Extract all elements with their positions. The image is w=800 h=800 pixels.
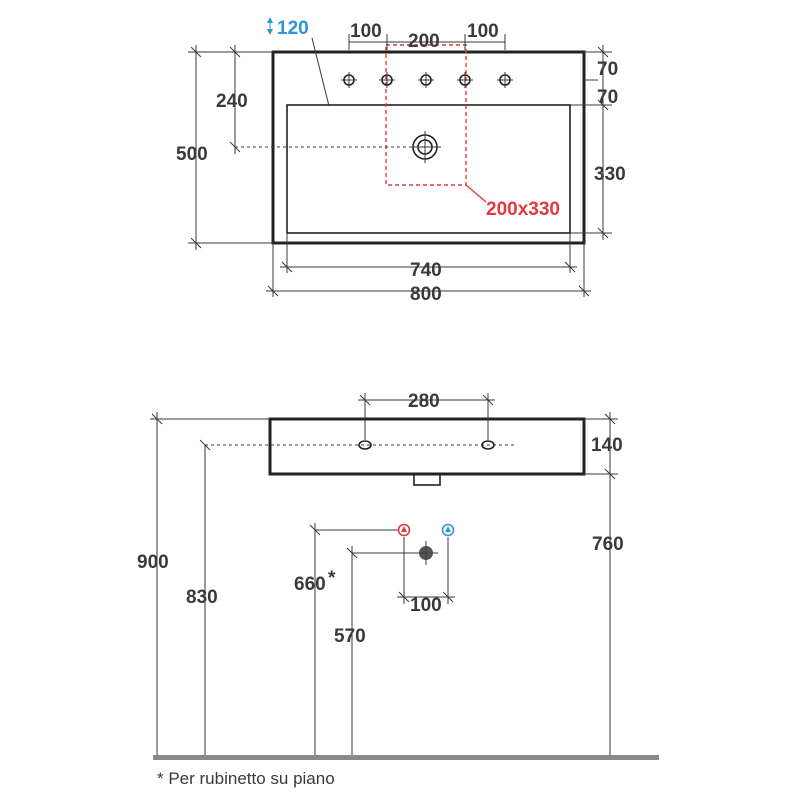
cutout-leader <box>465 184 487 203</box>
front-view: 280 140 760 900 830 660 * 570 <box>137 391 659 760</box>
drain-outlet-icon <box>414 541 438 565</box>
dim-240: 240 <box>216 91 248 112</box>
basin-bowl-top <box>286 104 571 234</box>
top-view: 120 100 200 100 70 70 330 200x330 500 <box>176 17 626 305</box>
dim-100: 100 <box>410 595 442 616</box>
dim-660: 660 <box>294 574 326 595</box>
depth-leader <box>311 37 330 107</box>
tap-hole-2 <box>379 72 395 88</box>
dim-570: 570 <box>334 626 366 647</box>
depth-label: 120 <box>277 18 309 39</box>
drain-top <box>409 131 441 163</box>
tap-hole-1 <box>341 72 357 88</box>
depth-arrow-icon <box>267 17 273 35</box>
dim-830: 830 <box>186 587 218 608</box>
dim-70-b: 70 <box>597 87 618 108</box>
tap-hole-5 <box>497 72 513 88</box>
dim-hole-200: 200 <box>408 31 440 52</box>
cold-water-icon <box>441 523 455 537</box>
floor-line <box>153 755 659 760</box>
dim-500: 500 <box>176 144 208 165</box>
fixing-hole-left <box>358 440 372 450</box>
tap-holes <box>341 72 513 88</box>
dim-70-a: 70 <box>597 59 618 80</box>
dim-hole-100-right: 100 <box>467 21 499 42</box>
basin-outline-front <box>268 417 586 476</box>
tap-hole-3 <box>418 72 434 88</box>
dim-hole-100-left: 100 <box>350 21 382 42</box>
dim-760: 760 <box>592 534 624 555</box>
dim-660-asterisk: * <box>328 568 336 589</box>
dim-cutout: 200x330 <box>486 199 560 220</box>
dim-140: 140 <box>591 435 623 456</box>
dim-330: 330 <box>594 164 626 185</box>
dim-900: 900 <box>137 552 169 573</box>
hot-water-icon <box>397 523 411 537</box>
footnote: * Per rubinetto su piano <box>157 769 335 788</box>
dim-800: 800 <box>410 284 442 305</box>
tap-hole-4 <box>457 72 473 88</box>
dim-740: 740 <box>410 260 442 281</box>
cutout-box <box>385 44 467 186</box>
drain-stub <box>413 473 441 486</box>
dim-280: 280 <box>408 391 440 412</box>
